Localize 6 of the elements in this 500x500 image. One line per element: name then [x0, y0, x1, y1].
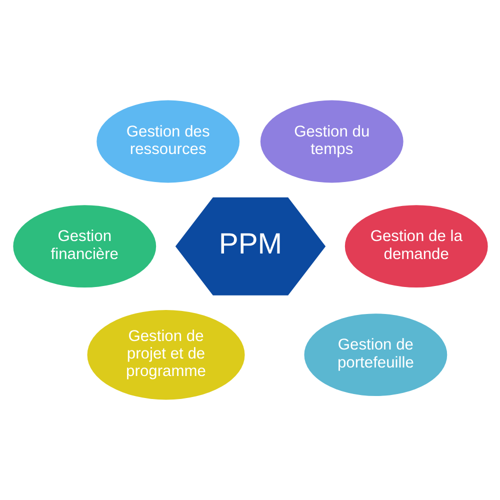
node-ellipse: Gestion de la demande: [344, 205, 488, 288]
node-ellipse: Gestion de projet et de programme: [86, 310, 244, 400]
node-ellipse: Gestion des ressources: [96, 100, 240, 183]
node-ellipse: Gestion financière: [12, 205, 156, 288]
node-ellipse: Gestion de portefeuille: [304, 314, 447, 396]
node-ellipse: Gestion du temps: [260, 100, 403, 183]
